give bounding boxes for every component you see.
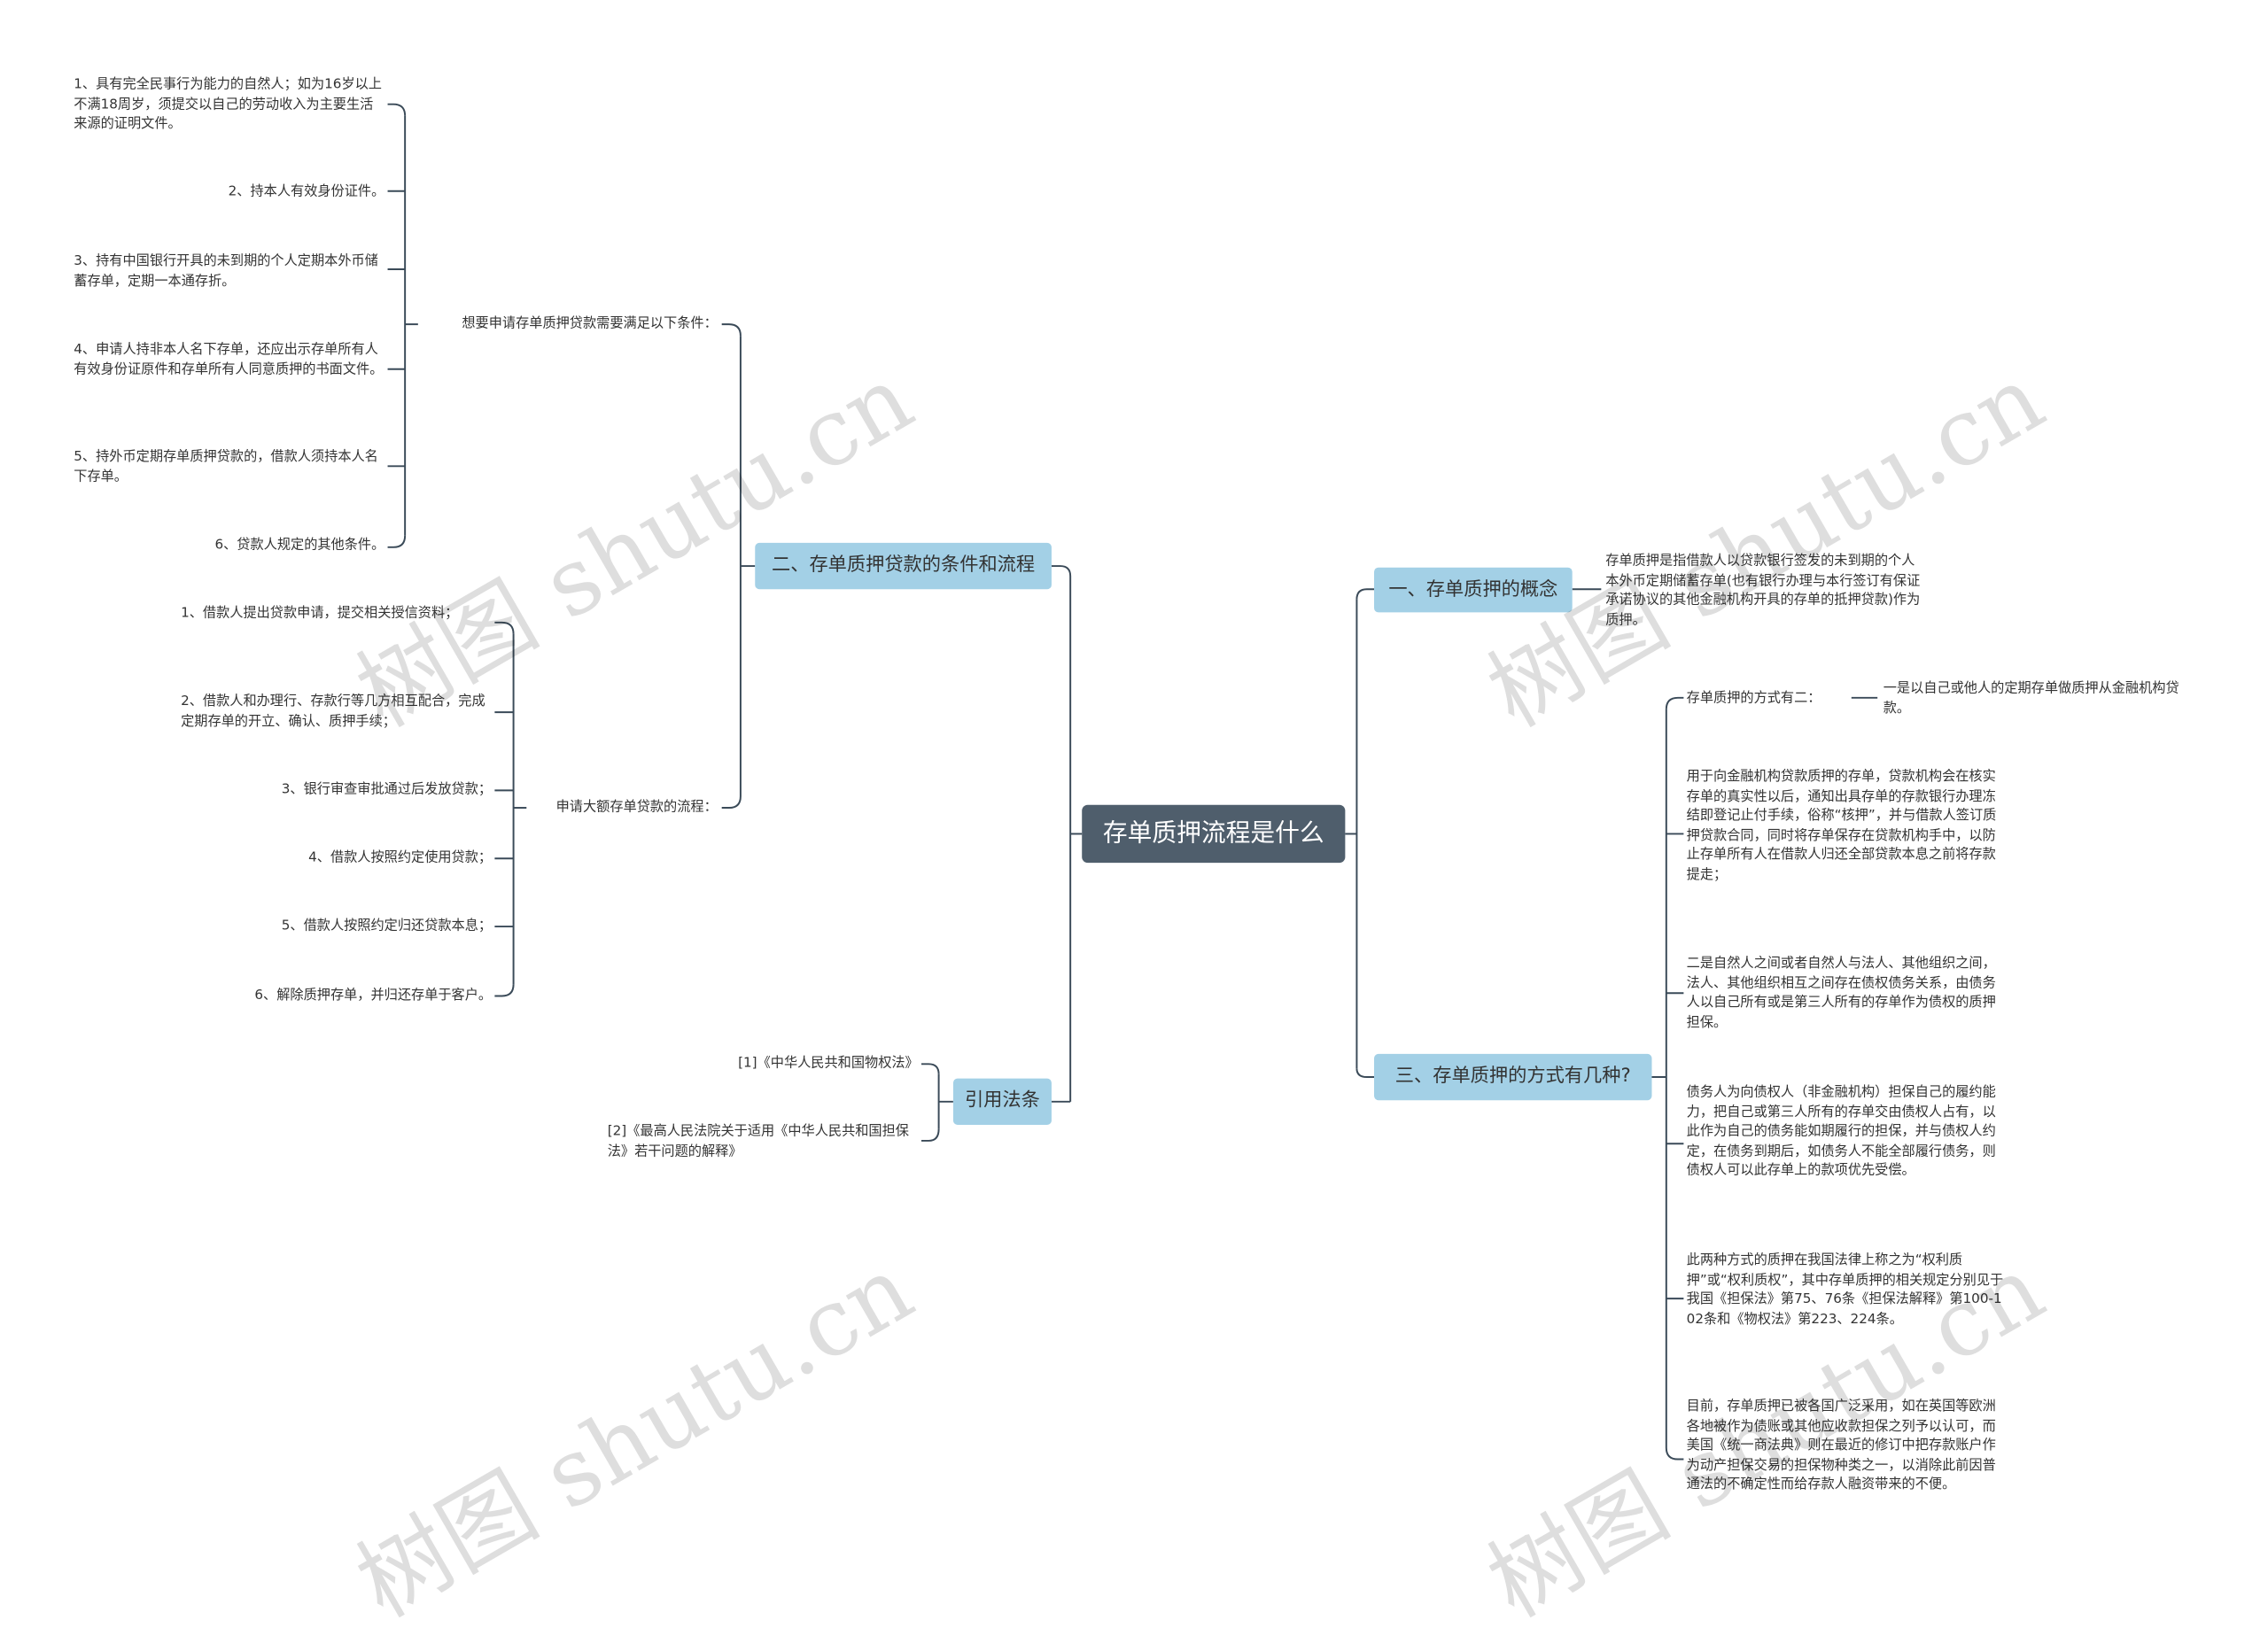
topic-cited-laws[interactable]: 引用法条 [952,1078,1052,1125]
connector [1665,696,1684,709]
concept-text: 存单质押是指借款人以贷款银行签发的未到期的个人本外币定期储蓄存单(也有银行办理与… [1605,553,1921,628]
condition-item: 4、申请人持非本人名下存单，还应出示存单所有人有效身份证原件和存单所有人同意质押… [74,341,384,377]
connector-lines [387,103,1878,1461]
process-item: 6、解除质押存单，并归还存单于客户。 [254,987,493,1004]
process-item: 2、借款人和办理行、存款行等几方相互配合，完成定期存单的开立、确认、质押手续； [181,693,485,730]
process-label: 申请大额存单贷款的流程： [555,799,718,816]
process-item: 1、借款人提出贷款申请，提交相关授信资料； [181,605,459,622]
methods-paragraph: 债务人为向债权人（非金融机构）担保自己的履约能力，把自己或第三人所有的存单交由债… [1686,1084,1996,1180]
root-node[interactable]: 存单质押流程是什么 [1082,804,1346,864]
law-item: [1]《中华人民共和国物权法》 [738,1055,919,1072]
condition-item: 3、持有中国银行开具的未到期的个人定期本外币储蓄存单，定期一本通存折。 [74,253,378,290]
topic-concept[interactable]: 一、存单质押的概念 [1374,567,1573,613]
topic-methods[interactable]: 三、存单质押的方式有几种? [1374,1053,1652,1101]
methods-paragraph: 用于向金融机构贷款质押的存单，贷款机构会在核实存单的真实性以后，通知出具存单的存… [1686,768,1997,883]
condition-item: 1、具有完全民事行为能力的自然人；如为16岁以上不满18周岁，须提交以自己的劳动… [74,76,382,133]
connector [920,1128,940,1142]
methods-paragraph: 目前，存单质押已被各国广泛采用，如在英国等欧洲各地被作为债账或其他应收款担保之列… [1686,1398,1996,1493]
law-item: [2]《最高人民法院关于适用《中华人民共和国担保法》若干问题的解释》 [607,1123,909,1159]
condition-item: 6、贷款人规定的其他条件。 [214,537,385,554]
condition-item: 5、持外币定期存单质押贷款的，借款人须持本人名下存单。 [74,448,378,484]
connector [494,984,515,997]
topic-conditions-and-flow[interactable]: 二、存单质押贷款的条件和流程 [755,542,1052,590]
methods-paragraph: 二是自然人之间或者自然人与法人、其他组织之间，法人、其他组织相互之间存在债权债务… [1686,955,1996,1031]
methods-way-one: 一是以自己或他人的定期存单做质押从金融机构贷款。 [1883,680,2179,717]
conditions-label: 想要申请存单质押贷款需要满足以下条件： [462,315,718,332]
connector [1051,565,1072,577]
connector [387,103,407,116]
methods-paragraph: 此两种方式的质押在我国法律上称之为“权利质押”或“权利质权”，其中存单质押的相关… [1686,1252,2004,1328]
connector [1665,1447,1684,1461]
connector [721,323,742,337]
connector [1355,1068,1375,1079]
connector [721,795,742,810]
process-item: 3、银行审查审批通过后发放贷款； [281,781,493,798]
process-item: 4、借款人按照约定使用贷款； [308,849,493,866]
process-item: 5、借款人按照约定归还贷款本息； [281,918,493,934]
condition-item: 2、持本人有效身份证件。 [228,183,385,200]
connector [1355,588,1375,600]
connector [494,621,515,634]
mind-map: 存单质押流程是什么 二、存单质押贷款的条件和流程 引用法条 一、存单质押的概念 … [74,76,2179,1639]
connector [387,535,407,548]
connector [920,1063,940,1074]
methods-way-label: 存单质押的方式有二： [1686,690,1821,707]
